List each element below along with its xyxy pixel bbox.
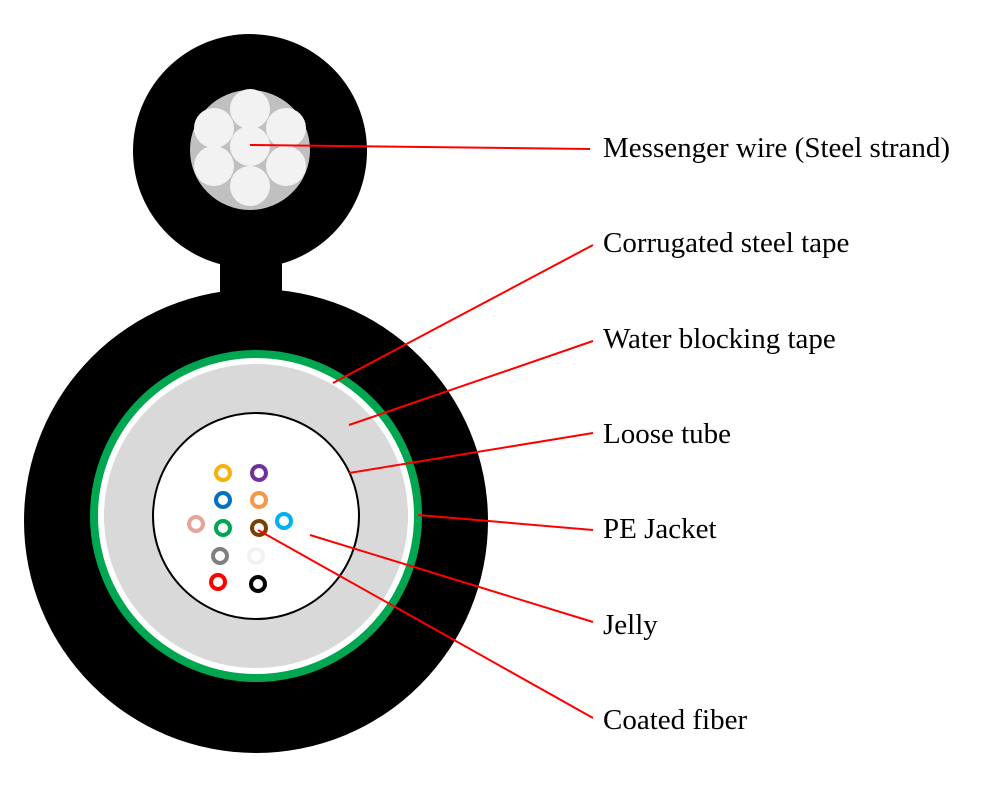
leader-jelly — [309, 534, 594, 623]
label-water-blocking-tape: Water blocking tape — [603, 323, 836, 355]
steel-strand — [194, 146, 234, 186]
coated-fiber — [250, 491, 268, 509]
leader-coated-fiber — [257, 529, 594, 719]
coated-fibers — [187, 464, 293, 593]
label-coated-fiber: Coated fiber — [603, 704, 747, 736]
coated-fiber — [214, 519, 232, 537]
leader-loose-tube — [348, 432, 594, 474]
loose-tube — [152, 412, 360, 620]
coated-fiber — [250, 464, 268, 482]
label-corrugated-steel-tape: Corrugated steel tape — [603, 227, 849, 259]
steel-strand — [266, 146, 306, 186]
label-messenger-wire: Messenger wire (Steel strand) — [603, 132, 950, 164]
coated-fiber — [247, 547, 265, 565]
label-loose-tube: Loose tube — [603, 418, 731, 450]
leader-corrugated-steel-tape — [332, 244, 594, 384]
coated-fiber — [187, 515, 205, 533]
leader-water-blocking-tape — [348, 340, 594, 426]
label-jelly: Jelly — [603, 609, 658, 641]
coated-fiber — [209, 573, 227, 591]
coated-fiber — [214, 491, 232, 509]
labels: Messenger wire (Steel strand) Corrugated… — [603, 132, 950, 736]
leader-lines — [249, 144, 594, 719]
coated-fiber — [214, 464, 232, 482]
leader-pe-jacket — [417, 514, 594, 531]
steel-strand — [266, 108, 306, 148]
messenger-unit — [133, 34, 367, 315]
steel-strand — [194, 108, 234, 148]
coated-fiber — [249, 575, 267, 593]
steel-strand — [230, 166, 270, 206]
steel-strand — [230, 89, 270, 129]
coated-fiber — [211, 547, 229, 565]
label-pe-jacket: PE Jacket — [603, 513, 717, 545]
coated-fiber — [275, 512, 293, 530]
leader-messenger-wire — [249, 144, 591, 150]
